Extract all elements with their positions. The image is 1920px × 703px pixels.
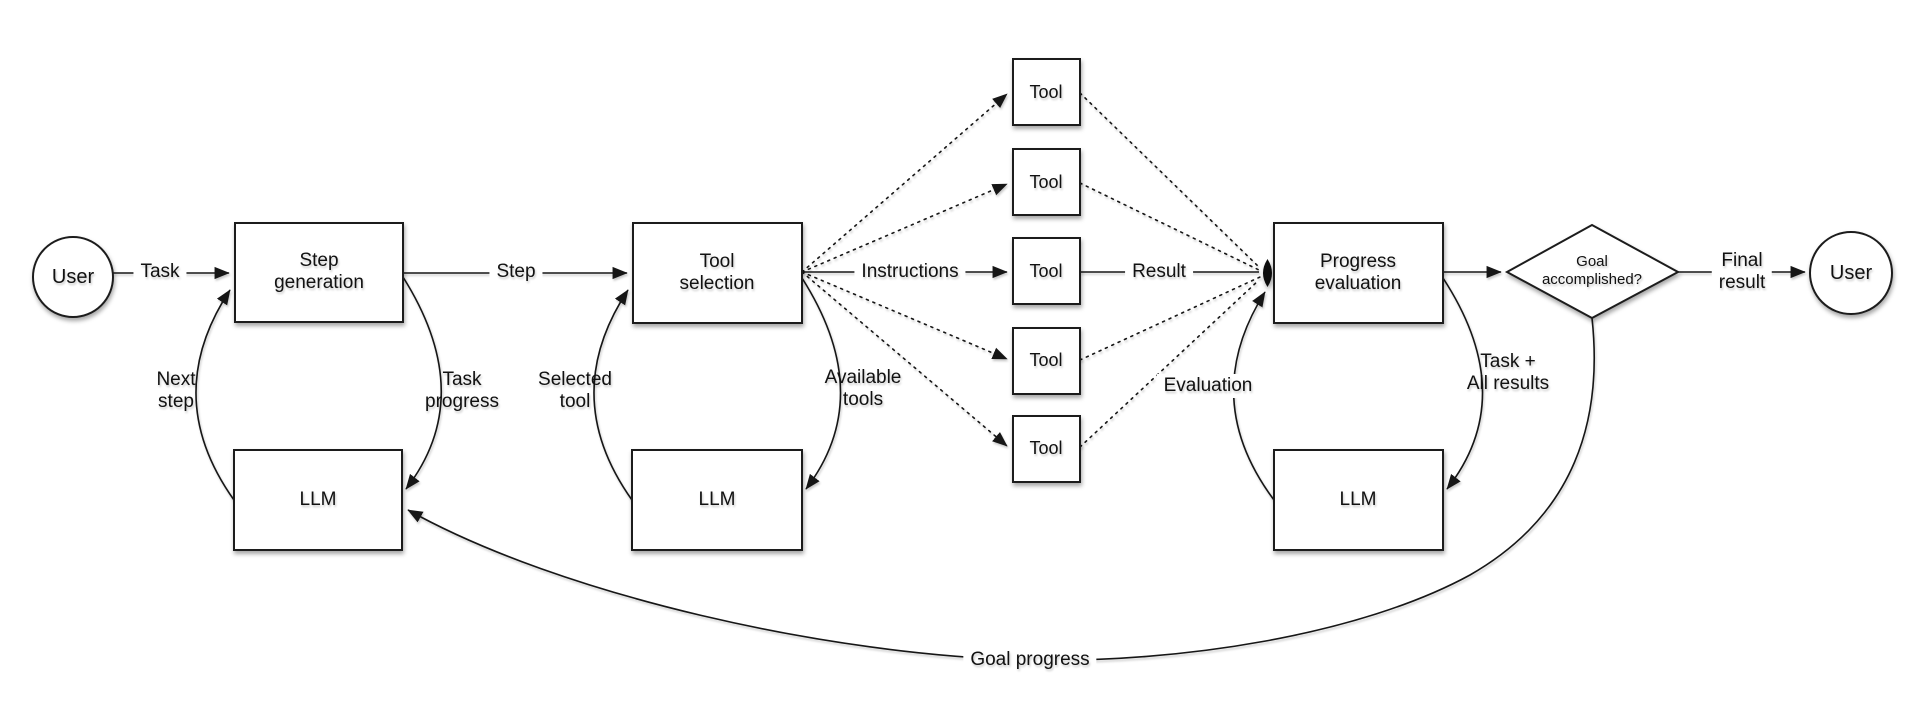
selected-tool-curve (593, 289, 633, 501)
task-label: Task (133, 260, 187, 284)
step-label: Step (489, 260, 543, 284)
task-all-results-curve (1442, 277, 1484, 490)
task-progress-curve (402, 276, 443, 490)
dotted-line-from-tool-1 (1079, 92, 1261, 269)
tool-box-4 (1012, 327, 1081, 395)
progress-evaluation-label: Progress evaluation (1314, 251, 1402, 294)
step-generation-label: Step generation (274, 250, 364, 293)
dotted-line-from-tool-5 (1079, 279, 1260, 448)
final-result-label: Final result (1711, 249, 1773, 295)
next-step-label: Next step (156, 369, 196, 412)
tool-selection-box (632, 222, 803, 324)
step-generation-box (234, 222, 404, 323)
tool-4-label: Tool (1029, 350, 1063, 370)
tool-2-label: Tool (1029, 172, 1063, 192)
progress-evaluation-box (1273, 222, 1444, 324)
llm-tool-box (631, 449, 803, 551)
merge-point-icon (1263, 259, 1272, 287)
dotted-arrow-to-tool-5 (801, 271, 1008, 447)
llm-progress-label: LLM (1339, 489, 1377, 510)
dotted-line-from-tool-2 (1079, 182, 1260, 271)
llm-progress-box (1273, 449, 1444, 551)
goal-decision-diamond (1504, 223, 1681, 320)
goal-progress-label: Goal progress (963, 648, 1097, 672)
tool-box-5 (1012, 415, 1081, 483)
tool-box-2 (1012, 148, 1081, 216)
user-left-node (32, 236, 114, 318)
dotted-arrow-to-tool-2 (801, 183, 1008, 273)
task-progress-label: Task progress (425, 369, 499, 412)
user-right-label: User (1829, 262, 1873, 284)
user-left-label: User (51, 266, 95, 288)
instructions-label: Instructions (854, 260, 966, 284)
selected-tool-label: Selected tool (538, 369, 612, 412)
available-tools-label: Available tools (824, 367, 902, 410)
task-all-results-label: Task + All results (1466, 351, 1550, 394)
dotted-line-from-tool-4 (1079, 276, 1261, 361)
next-step-curve (195, 289, 235, 501)
llm-step-box (233, 449, 403, 551)
dotted-arrow-to-tool-1 (801, 93, 1008, 273)
tool-box-1 (1012, 58, 1081, 126)
tool-3-label: Tool (1029, 261, 1063, 281)
available-tools-curve (801, 277, 842, 490)
llm-step-label: LLM (299, 489, 337, 510)
dotted-arrow-to-tool-4 (801, 271, 1008, 360)
tool-1-label: Tool (1029, 82, 1063, 102)
llm-tool-label: LLM (698, 489, 736, 510)
tool-selection-label: Tool selection (679, 251, 755, 294)
tool-box-3 (1012, 237, 1081, 305)
goal-decision-label: Goal accomplished? (1541, 253, 1643, 288)
goal-progress-curve (407, 317, 1595, 662)
user-right-node (1809, 231, 1893, 315)
evaluation-label: Evaluation (1156, 374, 1260, 398)
tool-5-label: Tool (1029, 438, 1063, 458)
result-label: Result (1125, 260, 1193, 284)
